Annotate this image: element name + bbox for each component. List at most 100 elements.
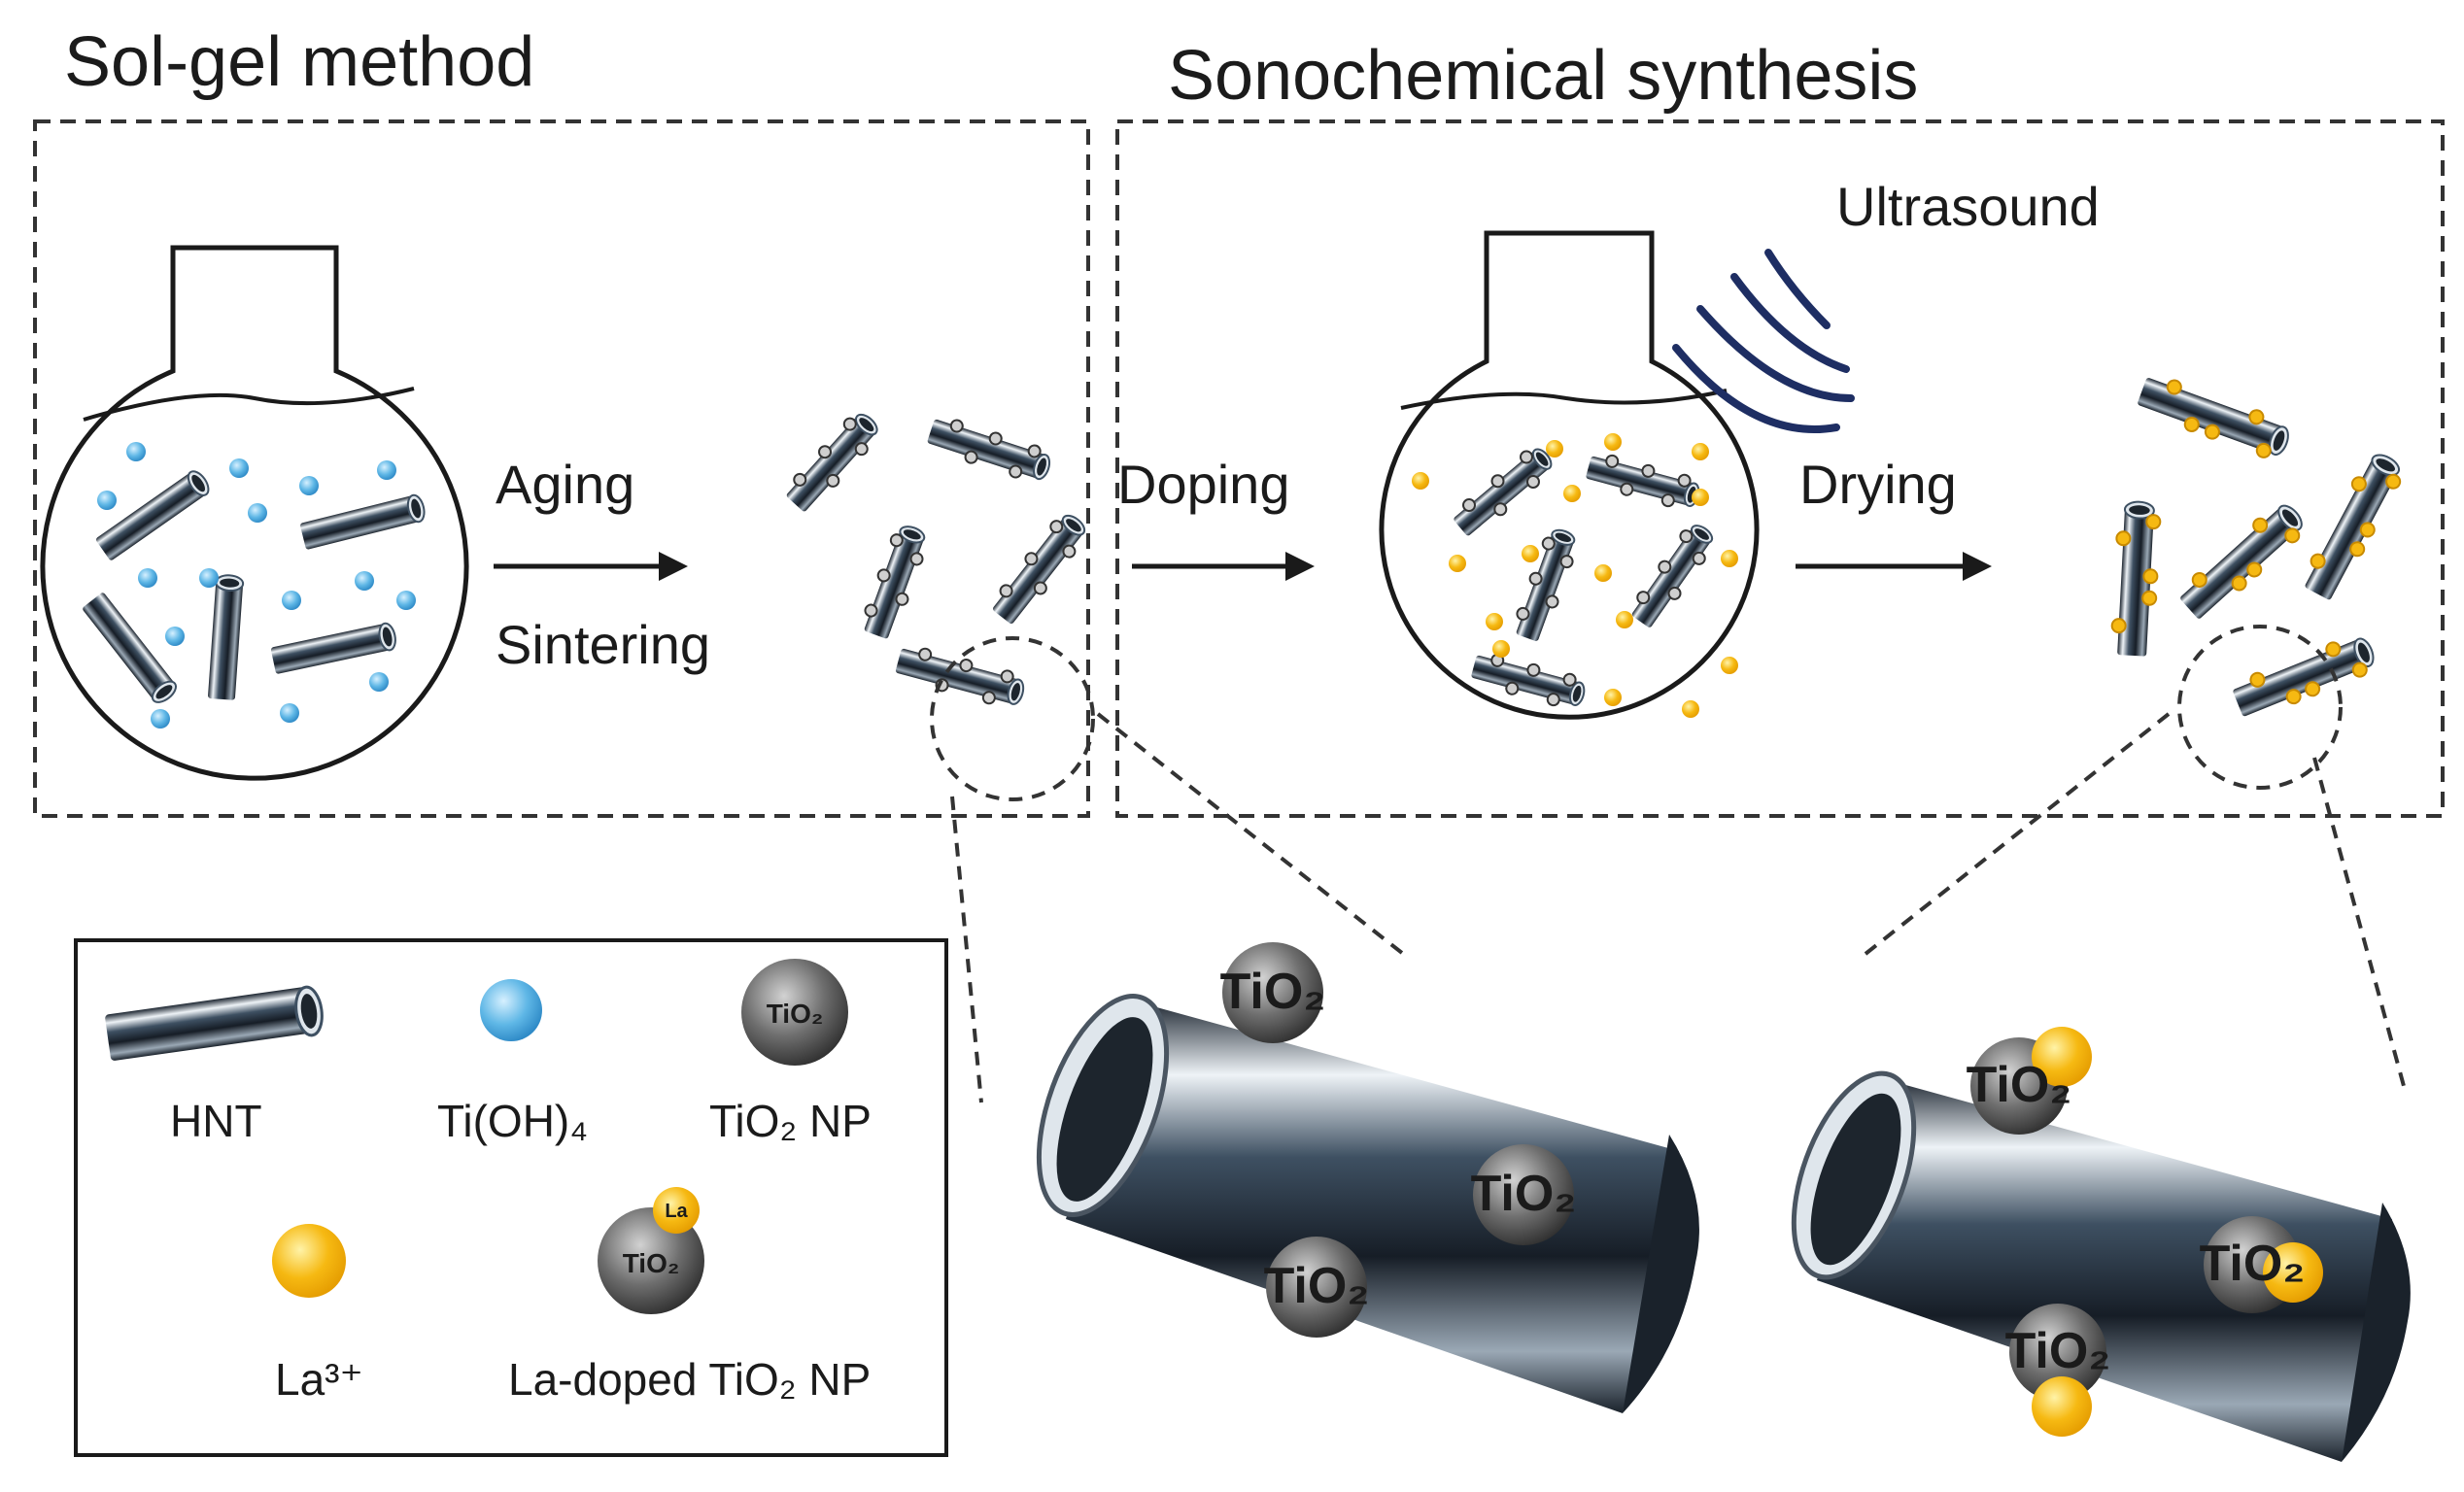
legend-la-doped-np-icon: La TiO₂ <box>598 1187 704 1314</box>
legend-tioh4-label: Ti(OH)₄ <box>437 1096 588 1146</box>
legend-tio2-np-icon: TiO₂ <box>741 959 848 1066</box>
hnt-la-tio2-rod <box>2180 504 2303 619</box>
tio2-dot <box>826 473 840 488</box>
sintering-label: Sintering <box>496 614 710 675</box>
la-dot <box>2359 522 2376 538</box>
tioh4-particle <box>138 568 157 588</box>
tio2-dot <box>988 431 1003 446</box>
la3-particle <box>1546 440 1563 458</box>
tio2-dot <box>1677 473 1692 488</box>
tioh4-particle <box>377 460 396 480</box>
tioh4-particle <box>229 458 249 478</box>
tio2-dot <box>1620 482 1634 496</box>
tio2-dot <box>793 472 807 487</box>
la-dot <box>2231 575 2247 592</box>
tio2-dot <box>949 419 964 433</box>
doping-label: Doping <box>1117 454 1289 515</box>
zoom-circle-right <box>2177 625 2343 790</box>
hnt-rod <box>95 470 210 560</box>
tio2-dot <box>1462 498 1477 513</box>
legend-hnt-icon <box>105 985 324 1061</box>
tio2-dot <box>1660 493 1675 508</box>
tioh4-particle <box>355 571 374 591</box>
la-dot <box>2385 473 2402 490</box>
tioh4-particle <box>97 491 117 510</box>
legend-la-symbol: La <box>665 1201 688 1222</box>
ultrasound-waves-icon <box>1672 249 1855 434</box>
tioh4-particle <box>165 627 185 646</box>
la-dot <box>2246 561 2263 578</box>
tio2-dot <box>1526 662 1541 677</box>
la-dot <box>2249 671 2266 688</box>
la3-particle <box>1692 443 1709 460</box>
tio2-dot <box>964 450 978 464</box>
la3-particle <box>1449 555 1466 572</box>
legend: HNT Ti(OH)₄ TiO₂ TiO₂ NP La³⁺ La TiO₂ La… <box>74 938 948 1457</box>
legend-la3-icon <box>272 1224 346 1298</box>
arrow-doping <box>1132 552 1315 581</box>
tio2-dot <box>1636 591 1651 605</box>
la3-particle <box>1522 545 1539 562</box>
la-particle <box>2263 1242 2323 1303</box>
tio2-dot <box>1033 581 1047 595</box>
la-dot <box>2204 424 2220 440</box>
hnt-tio2-rod <box>993 514 1086 625</box>
la-dot <box>2110 618 2127 634</box>
tio2-np-label: TiO₂ <box>2200 1236 2306 1292</box>
legend-hnt-label: HNT <box>170 1096 262 1146</box>
la3-particle <box>1492 640 1510 658</box>
la3-particle <box>1412 472 1429 490</box>
ultrasound-label: Ultrasound <box>1836 176 2100 237</box>
la-doped-tio2-np: TiO₂ <box>2005 1304 2111 1437</box>
tio2-dot <box>1062 544 1077 559</box>
la-dot <box>2141 590 2158 606</box>
arrow-aging-sintering <box>494 552 688 581</box>
tio2-np: TiO₂ <box>1471 1144 1577 1245</box>
legend-la-doped-tio2-symbol: TiO₂ <box>623 1248 680 1278</box>
tioh4-particle <box>199 568 219 588</box>
tio2-dot <box>1658 560 1672 574</box>
la-dot <box>2255 442 2272 458</box>
la-dot <box>2248 409 2265 425</box>
hnt-la-tio2-rod <box>2138 378 2289 458</box>
la-doped-tio2-np: TiO₂ <box>2200 1216 2323 1313</box>
tio2-dot <box>876 568 891 583</box>
hnt-tio2-rod <box>1586 454 1700 508</box>
tio2-dot <box>999 584 1013 598</box>
hnt-rod <box>208 574 245 700</box>
hnt-tio2-rod <box>864 526 926 639</box>
tio2-dot <box>1024 552 1039 566</box>
la3-particle <box>1594 564 1612 582</box>
tio2-np-label: TiO₂ <box>1471 1166 1577 1222</box>
tio2-dot <box>959 659 974 673</box>
tio2-dot <box>1027 444 1042 458</box>
la3-particle <box>1692 489 1709 506</box>
tio2-dot <box>981 691 996 705</box>
la-dot <box>2142 568 2159 585</box>
tioh4-particle <box>126 442 146 461</box>
la3-particle <box>1604 689 1622 706</box>
la3-particle <box>1682 700 1699 718</box>
drying-label: Drying <box>1799 454 1957 515</box>
tio2-dot <box>1692 551 1706 565</box>
tio2-dot <box>1519 450 1533 464</box>
legend-tio2-np-symbol: TiO₂ <box>767 999 824 1029</box>
tio2-dot <box>1493 502 1508 517</box>
tio2-dot <box>1525 474 1540 489</box>
tio2-np: TiO₂ <box>1264 1237 1369 1338</box>
tio2-np-label: TiO₂ <box>2005 1323 2111 1379</box>
flask-sol-gel-contents <box>83 442 426 729</box>
legend-la3-label: La³⁺ <box>275 1354 363 1405</box>
la3-particle <box>1721 657 1738 674</box>
tio2-dot <box>895 592 909 606</box>
tio2-dot <box>1641 463 1656 478</box>
hnt-tio2-rod <box>1471 653 1586 707</box>
tio2-dot <box>1000 669 1014 684</box>
hnt-rod <box>83 593 177 703</box>
la-dot <box>2349 541 2366 558</box>
tio2-dot <box>1667 586 1682 600</box>
la-dot <box>2191 571 2207 588</box>
arrow-drying <box>1796 552 1992 581</box>
